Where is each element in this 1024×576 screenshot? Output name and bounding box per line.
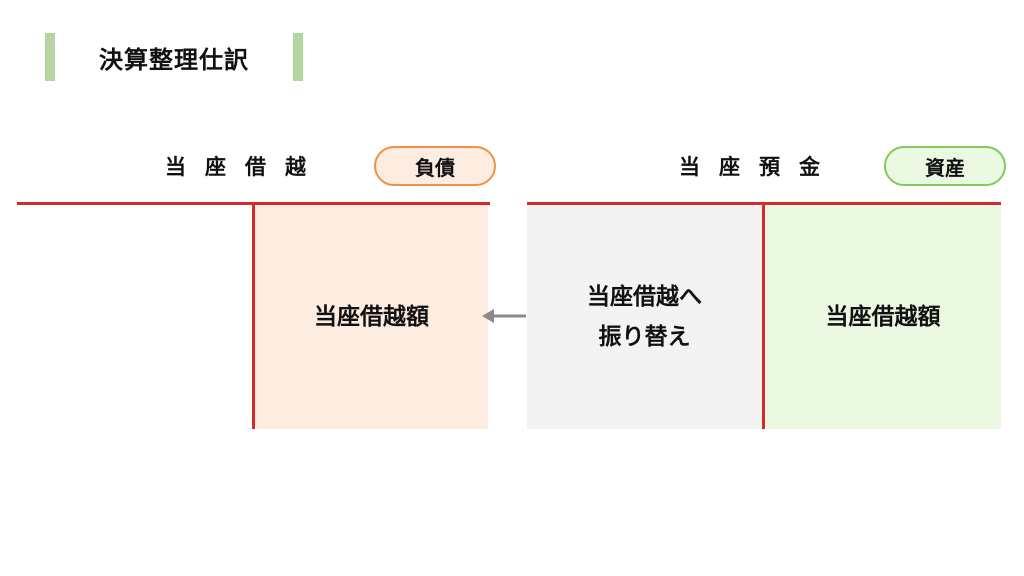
right-t-account-vertical-line xyxy=(762,202,765,429)
left-account-name: 当座借越 xyxy=(165,155,325,179)
right-account-debit-entry: 当座借越額 xyxy=(825,304,941,330)
left-account-credit-cell: 当座借越額 xyxy=(255,205,488,429)
transfer-cell: 当座借越へ 振り替え xyxy=(527,205,762,429)
right-account-debit-cell: 当座借越額 xyxy=(765,205,1001,429)
right-account-category-badge: 資産 xyxy=(884,146,1006,186)
transfer-label: 当座借越へ 振り替え xyxy=(587,277,702,357)
right-account-name: 当座預金 xyxy=(679,155,839,179)
left-account-category-badge: 負債 xyxy=(374,146,496,186)
title-box: 決算整理仕訳 xyxy=(45,33,303,81)
left-arrow-icon xyxy=(482,309,526,323)
left-t-account-vertical-line xyxy=(252,202,255,429)
page-title: 決算整理仕訳 xyxy=(55,33,293,81)
transfer-line-1: 当座借越へ xyxy=(587,284,702,310)
transfer-line-2: 振り替え xyxy=(598,324,691,350)
left-account-credit-entry: 当座借越額 xyxy=(314,304,429,330)
